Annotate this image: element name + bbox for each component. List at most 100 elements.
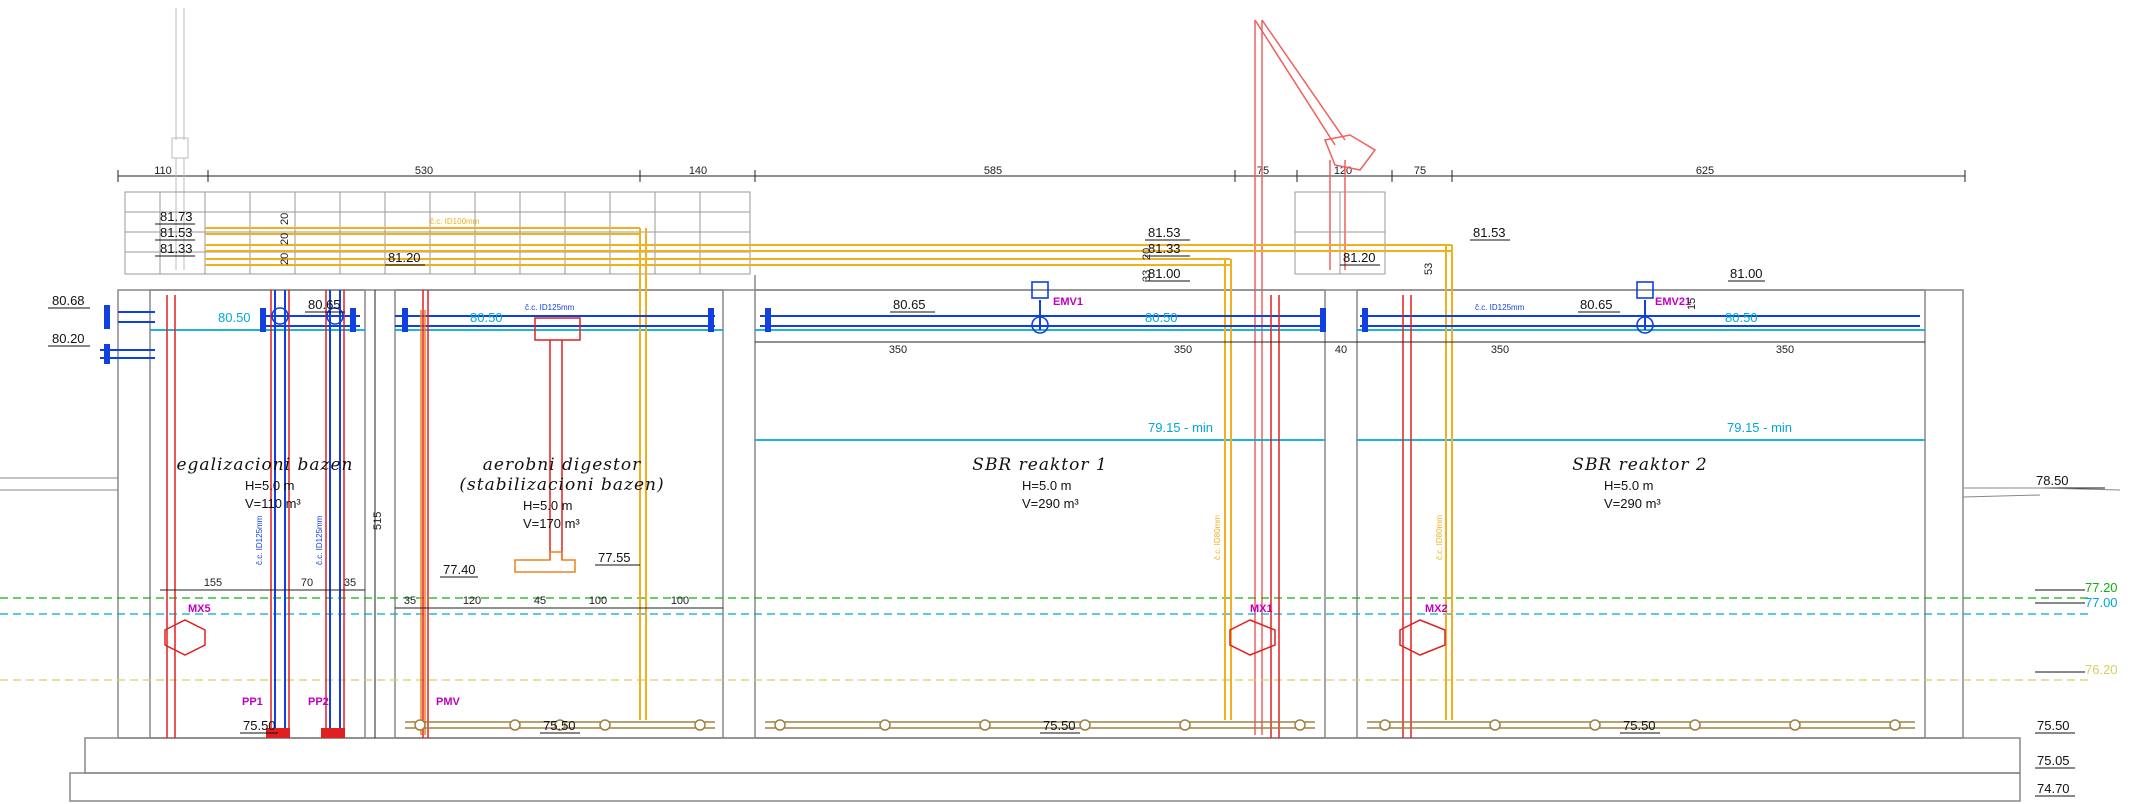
level-77-20: 77.20 xyxy=(2085,580,2118,595)
level-75-50-b: 75.50 xyxy=(543,718,576,733)
level-81-20-a: 81.20 xyxy=(388,250,421,265)
left-mast xyxy=(171,8,189,270)
level-80-65-b: 80.65 xyxy=(893,297,926,312)
tag-emv21: EMV21 xyxy=(1655,296,1691,308)
dim-top-8: 625 xyxy=(1696,165,1714,177)
level-76-20: 76.20 xyxy=(2085,662,2118,677)
air-pipes xyxy=(205,227,1453,720)
dim-40: 40 xyxy=(1335,344,1347,356)
tag-emv1: EMV1 xyxy=(1053,296,1083,308)
pipe-label-4: č.c. ID125mm xyxy=(255,515,264,565)
dim-20-a: 20 xyxy=(279,233,291,245)
red-pipes xyxy=(166,290,1412,738)
level-81-00-b: 81.00 xyxy=(1730,266,1763,281)
tank-1-volume: V=110 m³ xyxy=(245,496,301,511)
level-81-33-a: 81.33 xyxy=(160,241,193,256)
dim-53: 53 xyxy=(1423,263,1435,275)
dim-top-7: 75 xyxy=(1414,165,1426,177)
level-75-50-d: 75.50 xyxy=(1623,718,1656,733)
tank-1-title: egalizacioni bazen xyxy=(176,455,353,475)
tank-2-subtitle: (stabilizacioni bazen) xyxy=(459,475,664,495)
level-75-50-c: 75.50 xyxy=(1043,718,1076,733)
level-80-50-a: 80.50 xyxy=(218,310,251,325)
tag-pp2: PP2 xyxy=(308,696,329,708)
level-75-50-e: 75.50 xyxy=(2037,718,2070,733)
level-75-05: 75.05 xyxy=(2037,753,2070,768)
pipe-label-1: č.c. ID100mm xyxy=(430,217,480,226)
dim-100-a: 100 xyxy=(589,595,607,607)
pipe-label-7: č.c. ID80mm xyxy=(1435,515,1444,560)
inner-dimension-lines xyxy=(160,290,1925,738)
level-80-50-b: 80.50 xyxy=(470,310,503,325)
level-81-20-b: 81.20 xyxy=(1343,250,1376,265)
dim-33: 33 xyxy=(1141,270,1153,282)
dim-350-b: 350 xyxy=(1174,344,1192,356)
dim-top-2: 530 xyxy=(415,165,433,177)
tank-2-volume: V=170 m³ xyxy=(523,516,580,531)
dim-70: 70 xyxy=(301,577,313,589)
pipe-label-2: č.c. ID125mm xyxy=(525,303,575,312)
level-80-50-c: 80.50 xyxy=(1145,310,1178,325)
level-75-50-a: 75.50 xyxy=(243,718,276,733)
dim-350-d: 350 xyxy=(1776,344,1794,356)
diffusers xyxy=(414,719,1901,731)
level-79-15-a: 79.15 - min xyxy=(1148,420,1213,435)
level-81-33-b: 81.33 xyxy=(1148,241,1181,256)
pipe-label-5: č.c. ID125mm xyxy=(315,515,324,565)
tank-walls xyxy=(69,275,2021,802)
level-80-68: 80.68 xyxy=(52,293,85,308)
level-77-40: 77.40 xyxy=(443,562,476,577)
dim-20-c: 20 xyxy=(1141,248,1153,260)
tag-mx5: MX5 xyxy=(188,603,211,615)
level-80-50-d: 80.50 xyxy=(1725,310,1758,325)
dim-350-a: 350 xyxy=(889,344,907,356)
level-81-53-b: 81.53 xyxy=(1148,225,1181,240)
level-78-50: 78.50 xyxy=(2036,473,2069,488)
groundwater-lines xyxy=(0,597,2090,681)
tag-mx1: MX1 xyxy=(1250,603,1273,615)
dim-20-d: 20 xyxy=(279,213,291,225)
level-80-65-c: 80.65 xyxy=(1580,297,1613,312)
tank-4-height: H=5.0 m xyxy=(1604,478,1654,493)
tank-3-title: SBR reaktor 1 xyxy=(972,455,1107,475)
dim-top-4: 585 xyxy=(984,165,1002,177)
pipe-label-6: č.c. ID80mm xyxy=(1213,515,1222,560)
terrain-right xyxy=(0,477,2121,498)
dim-515: 515 xyxy=(372,512,384,530)
tank-4-title: SBR reaktor 2 xyxy=(1572,455,1707,475)
level-81-53-c: 81.53 xyxy=(1473,225,1506,240)
level-leaders xyxy=(48,223,2105,797)
level-74-70: 74.70 xyxy=(2037,781,2070,796)
mixer-symbols xyxy=(164,619,1446,656)
dim-top-5: 75 xyxy=(1257,165,1269,177)
level-77-55: 77.55 xyxy=(598,550,631,565)
dim-155: 155 xyxy=(204,577,222,589)
water-levels xyxy=(150,329,1925,441)
dim-20-b: 20 xyxy=(279,253,291,265)
tag-pmv: PMV xyxy=(436,696,461,708)
tank-1-height: H=5.0 m xyxy=(245,478,295,493)
pmv-pipe xyxy=(420,310,576,735)
diffuser-grid xyxy=(405,721,1915,729)
level-81-00-a: 81.00 xyxy=(1148,266,1181,281)
dim-350-c: 350 xyxy=(1491,344,1509,356)
dim-35-a: 35 xyxy=(344,577,356,589)
tag-pp1: PP1 xyxy=(242,696,263,708)
level-79-15-b: 79.15 - min xyxy=(1727,420,1792,435)
dim-100-b: 100 xyxy=(671,595,689,607)
flanges xyxy=(104,305,1368,364)
tank-4-volume: V=290 m³ xyxy=(1604,496,1661,511)
dim-120: 120 xyxy=(463,595,481,607)
dim-35-b: 35 xyxy=(404,595,416,607)
top-dimension-chain xyxy=(117,170,1966,182)
level-77-00: 77.00 xyxy=(2085,595,2118,610)
dim-45: 45 xyxy=(534,595,546,607)
tank-2-height: H=5.0 m xyxy=(523,498,573,513)
valve-symbols xyxy=(271,281,1654,334)
level-81-53-a: 81.53 xyxy=(160,225,193,240)
pipe-label-3: č.c. ID125mm xyxy=(1475,303,1525,312)
level-80-20: 80.20 xyxy=(52,331,85,346)
level-80-65-a: 80.65 xyxy=(308,297,341,312)
tank-3-height: H=5.0 m xyxy=(1022,478,1072,493)
water-pipes xyxy=(100,290,1920,735)
